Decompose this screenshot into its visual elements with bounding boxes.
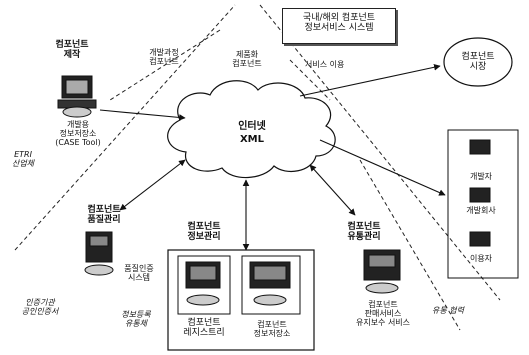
production-title: 컴포넌트 제작 <box>55 40 89 60</box>
arrow-cloud-quality <box>119 159 186 211</box>
arrow-cloud-dist <box>309 164 356 216</box>
internet-cloud <box>167 80 336 179</box>
user-pc-icons <box>469 139 491 247</box>
market-label: 컴포넌트 시장 <box>448 52 508 72</box>
dashed-boundaries <box>14 4 501 331</box>
registry-caption: 컴포넌트 레지스트리 <box>183 318 225 338</box>
info-title: 컴포넌트 정보관리 <box>187 222 221 242</box>
cloud-line2: XML <box>239 134 265 145</box>
cloud-label: 인터넷 XML <box>222 122 282 145</box>
users-frame <box>447 129 519 279</box>
dist-title: 컴포넌트 유통관리 <box>347 222 381 242</box>
user-end-user: 이용자 <box>469 254 493 263</box>
boundary-lower-right <box>359 159 461 331</box>
user-pc-icon <box>469 231 491 247</box>
market-line2: 시장 <box>469 62 487 72</box>
boundary-center-left <box>109 29 221 101</box>
flow-arrows <box>99 64 446 251</box>
boundary-center-right <box>289 59 331 101</box>
label-distribution: 유통 협력 <box>432 306 464 315</box>
quality-caption: 품질인증 시스템 <box>124 264 154 282</box>
production-computer-icon <box>57 75 97 118</box>
label-info-reg: 정보등록 유통체 <box>121 310 151 328</box>
repository-server-icon <box>241 255 301 315</box>
info-management-frame <box>167 249 315 351</box>
boundary-right <box>259 4 501 301</box>
developer-pc-icon <box>469 139 491 155</box>
title-box-line2: 정보서비스 시스템 <box>304 23 374 33</box>
label-productized: 제품화 컴포넌트 <box>232 50 262 68</box>
dist-server-icon <box>363 249 401 294</box>
title-box-line1: 국내/해외 컴포넌트 <box>302 13 376 23</box>
label-etri: ETRI 산업체 <box>11 150 35 168</box>
company-pc-icon <box>469 187 491 203</box>
arrow-production-cloud <box>99 109 186 121</box>
label-dev-process: 개발과정 컴포넌트 <box>149 48 179 66</box>
market-ellipse <box>443 37 513 87</box>
user-dev-company: 개발회사 <box>466 206 496 215</box>
quality-server-icon <box>84 231 114 276</box>
info-service-title-box: 국내/해외 컴포넌트 정보서비스 시스템 <box>282 8 396 44</box>
label-service-use: 서비스 이용 <box>305 60 345 69</box>
boundary-left <box>14 4 236 251</box>
arrow-cloud-market <box>299 64 441 97</box>
repository-caption: 컴포넌트 정보저장소 <box>253 320 291 338</box>
registry-server-icon <box>177 255 231 315</box>
production-caption: 개발용 정보저장소 (CASE Tool) <box>55 120 101 147</box>
market-line1: 컴포넌트 <box>461 52 495 62</box>
cloud-line1: 인터넷 <box>238 121 266 132</box>
user-developer: 개발자 <box>469 172 493 181</box>
arrow-cloud-users <box>319 139 446 196</box>
dist-caption: 컴포넌트 판매서비스 유지보수 서비스 <box>355 300 411 327</box>
quality-title: 컴포넌트 품질관리 <box>87 205 121 225</box>
label-cert-org: 인증기관 공인인증서 <box>21 298 59 316</box>
